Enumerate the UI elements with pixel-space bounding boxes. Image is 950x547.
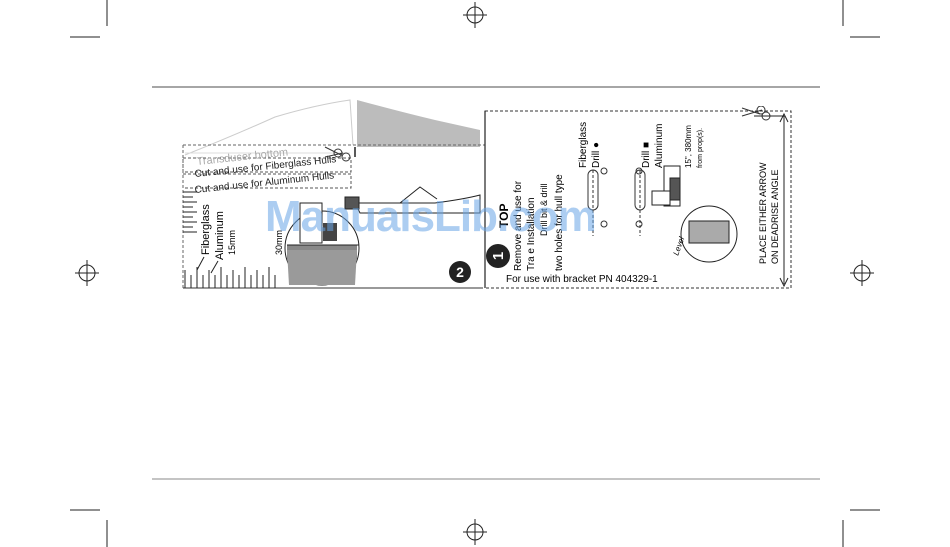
prop-distance-2: from prop(s). xyxy=(697,128,704,168)
drill-slots xyxy=(587,167,646,236)
bracket-illustration xyxy=(651,165,681,207)
bottom-ruler xyxy=(184,267,276,288)
svg-text:ManualsLib.com: ManualsLib.com xyxy=(265,192,596,241)
arrow-text-2: ON DEADRISE ANGLE xyxy=(770,169,780,264)
dim-15mm: 15mm xyxy=(227,230,237,255)
scissors-icon xyxy=(741,106,771,121)
ruler xyxy=(183,191,197,233)
step-1-badge xyxy=(486,244,510,268)
aluminum-label: Aluminum xyxy=(654,124,665,168)
left-template: Transducer bottom Cut and use for Fiberg… xyxy=(182,99,485,290)
boat-illustration xyxy=(344,186,481,214)
fiberglass-drill: Drill ● xyxy=(591,142,602,168)
arrow-text-1: PLACE EITHER ARROW xyxy=(758,162,768,264)
svg-text:2: 2 xyxy=(456,264,464,280)
registration-target-right xyxy=(850,260,874,286)
prop-distance: 15", 380mm xyxy=(684,125,693,168)
bracket-note: For use with bracket PN 404329-1 xyxy=(506,274,658,285)
instruction-line-1: Remove and use for xyxy=(513,180,524,271)
instruction-line-4: two holes for hull type xyxy=(554,174,565,271)
scissors-icon xyxy=(324,146,351,162)
registration-target-bottom xyxy=(463,519,487,545)
svg-text:1: 1 xyxy=(490,252,507,260)
fiberglass-label: Fiberglass xyxy=(200,204,212,255)
fiberglass-label: Fiberglass xyxy=(578,122,589,168)
registration-target-left xyxy=(75,260,99,286)
registration-target-top xyxy=(463,2,487,28)
dim-30mm: 30mm xyxy=(274,230,284,255)
hull-shading xyxy=(357,100,480,147)
step-2-badge xyxy=(449,261,471,283)
right-template: 1 TOP Remove and use for Tra e Installat… xyxy=(484,106,792,289)
top-label: TOP xyxy=(497,204,511,228)
instruction-line-2: Tra e Installation xyxy=(526,197,537,271)
watermark: ManualsLib.com xyxy=(265,192,597,241)
instruction-line-3: Drill bit & drill xyxy=(539,183,549,236)
aluminum-label: Aluminum xyxy=(214,211,226,260)
aluminum-drill: Drill ■ xyxy=(641,142,652,168)
